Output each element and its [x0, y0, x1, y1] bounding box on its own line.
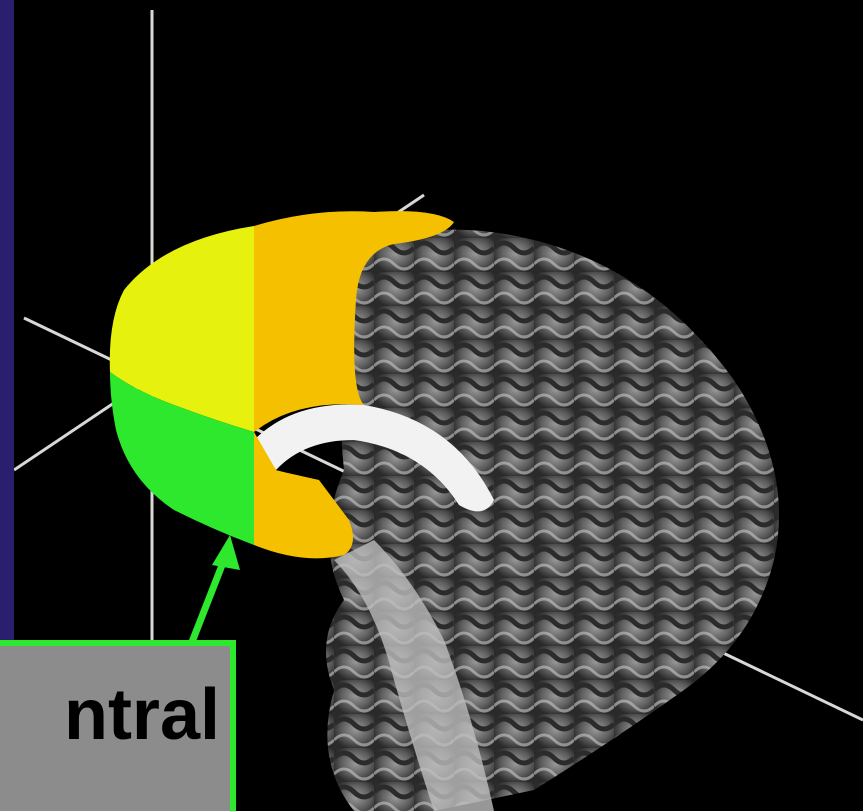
- brain-grey-matter: [326, 230, 779, 811]
- pointer-arrow-head: [212, 535, 240, 570]
- region-label-box: ntral: [0, 640, 236, 811]
- pointer-arrow-shaft: [192, 555, 226, 642]
- region-label-text: ntral: [64, 674, 220, 756]
